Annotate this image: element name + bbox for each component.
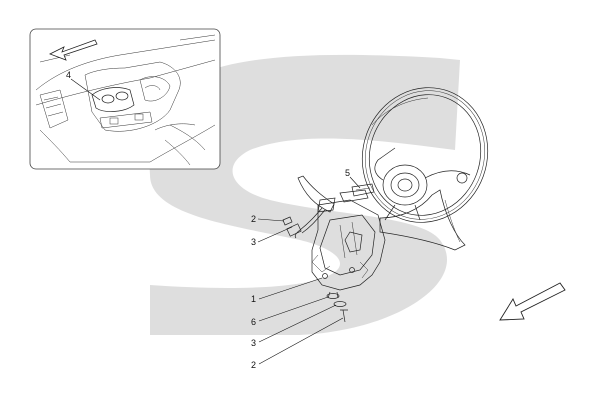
direction-arrow-large-icon bbox=[499, 282, 566, 321]
callout-1: 1 bbox=[251, 294, 256, 304]
callout-3-top: 3 bbox=[251, 237, 256, 247]
callout-3-bottom: 3 bbox=[251, 338, 256, 348]
callout-2-top: 2 bbox=[251, 214, 256, 224]
watermark-logo bbox=[149, 54, 461, 336]
direction-arrow-icon bbox=[49, 39, 98, 61]
paddle-shifter-drawing bbox=[282, 175, 466, 323]
center-console-drawing bbox=[35, 34, 216, 166]
callout-group: 5 2 3 1 6 3 2 bbox=[251, 168, 361, 370]
callout-4: 4 bbox=[66, 70, 71, 80]
callout-6: 6 bbox=[251, 317, 256, 327]
steering-wheel-drawing bbox=[361, 87, 489, 223]
inset-detail: 4 bbox=[29, 28, 221, 170]
callout-2-bottom: 2 bbox=[251, 360, 256, 370]
callout-5: 5 bbox=[345, 168, 350, 178]
